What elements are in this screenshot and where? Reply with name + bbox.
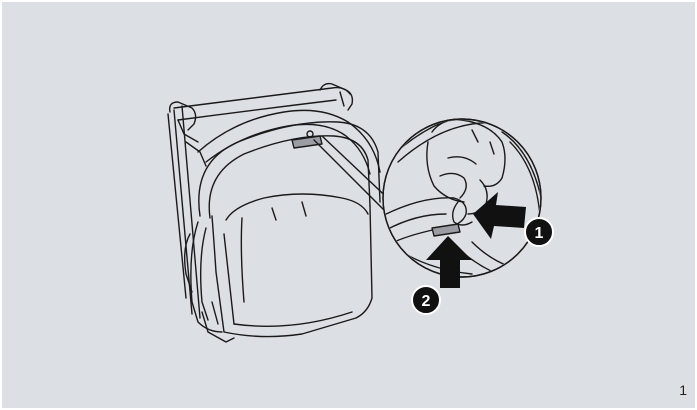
callout-1-label: 1 bbox=[535, 225, 544, 242]
arrow-2 bbox=[426, 236, 472, 288]
stroller-seat bbox=[167, 82, 381, 343]
callout-1: 1 bbox=[524, 217, 554, 247]
arrow-1 bbox=[473, 192, 526, 239]
page-number: 1 bbox=[679, 382, 687, 398]
callout-2-label: 2 bbox=[422, 293, 431, 310]
callout-2: 2 bbox=[411, 285, 441, 315]
